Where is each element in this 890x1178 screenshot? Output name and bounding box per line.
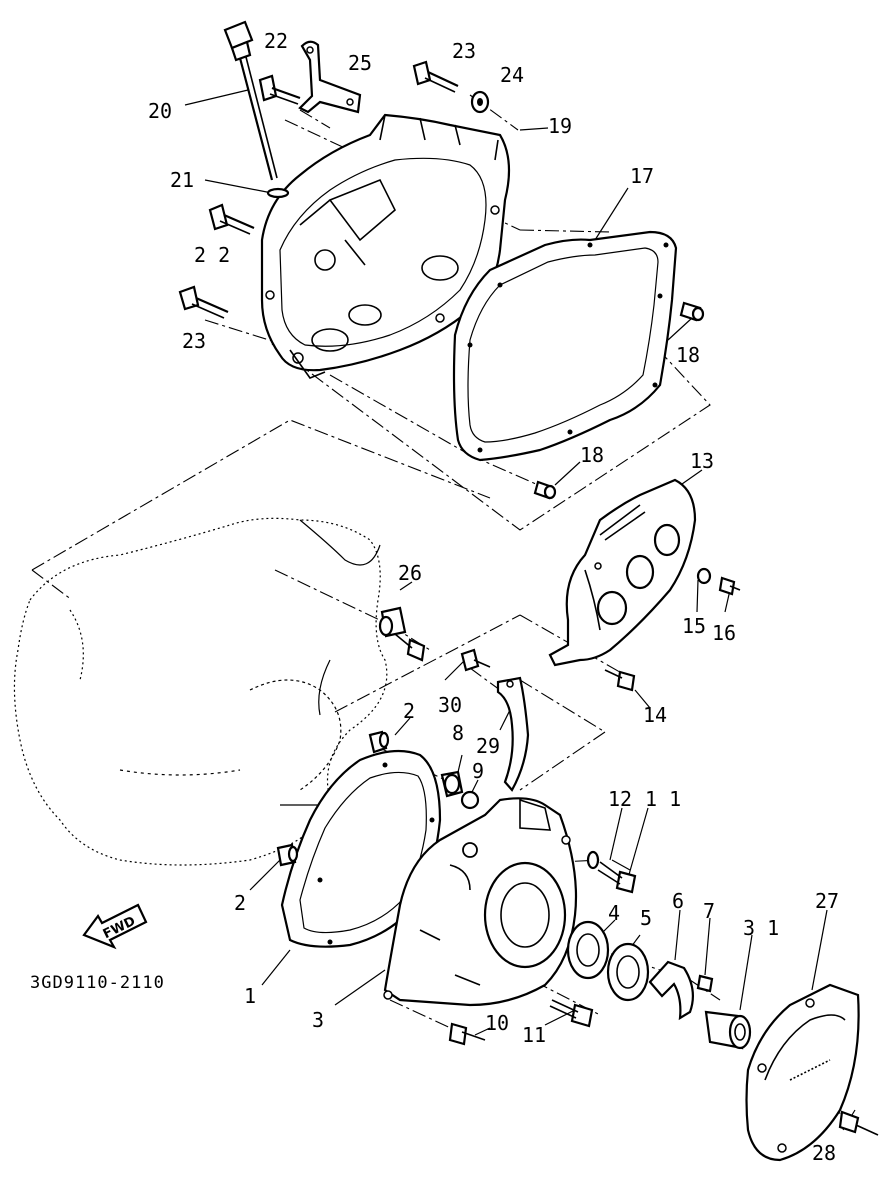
callout-6: 6 <box>672 889 684 913</box>
bolt-10 <box>448 1022 486 1046</box>
washer-24 <box>470 90 490 114</box>
callout-20: 20 <box>148 99 172 123</box>
oil-seal-5 <box>606 942 650 1002</box>
callout-10: 10 <box>485 1011 509 1035</box>
cover-27 <box>745 983 860 1162</box>
label-leaders <box>184 89 856 1131</box>
diagram-code: 3GD9110-2110 <box>30 973 165 993</box>
callout-25: 25 <box>348 51 372 75</box>
plug-8 <box>440 770 464 798</box>
bolt-22-upper <box>258 74 301 105</box>
callout-16: 16 <box>712 621 736 645</box>
callout-23-lower: 23 <box>182 329 206 353</box>
bolt-30 <box>460 648 491 672</box>
plate-29 <box>496 676 530 792</box>
bolt-23-lower <box>178 285 229 319</box>
callout-7: 7 <box>703 899 715 923</box>
callout-29: 29 <box>476 734 500 758</box>
gasket-17 <box>452 230 678 462</box>
callout-3: 3 <box>312 1008 324 1032</box>
callout-12: 12 <box>608 787 632 811</box>
o-ring-21 <box>266 187 290 199</box>
callout-28: 28 <box>812 1141 836 1165</box>
callout-5: 5 <box>640 906 652 930</box>
screw-16 <box>718 576 741 596</box>
cover-13 <box>548 478 697 667</box>
dowel-pin-18-upper <box>679 301 705 322</box>
callout-19: 19 <box>548 114 572 138</box>
dowel-pin-2-upper <box>368 730 390 754</box>
callout-23-upper: 23 <box>452 39 476 63</box>
oil-dipstick-20 <box>223 20 278 181</box>
callout-14: 14 <box>643 703 667 727</box>
callout-24: 24 <box>500 63 524 87</box>
bolt-23-upper <box>412 60 459 93</box>
bolt-22-lower <box>208 203 255 235</box>
bracket-25 <box>298 40 362 114</box>
screw-14 <box>604 669 636 692</box>
callout-labels: 1 2 2 3 4 5 6 7 8 9 10 1 1 11 12 13 14 1… <box>148 29 839 1165</box>
callout-17: 17 <box>630 164 654 188</box>
cover-3 <box>383 797 578 1007</box>
callout-15: 15 <box>682 614 706 638</box>
callout-8: 8 <box>452 721 464 745</box>
dowel-pin-18-lower <box>533 480 557 500</box>
washer-12 <box>586 850 600 870</box>
bearing-4 <box>566 920 610 980</box>
callout-13: 13 <box>690 449 714 473</box>
callout-2-lower: 2 <box>234 891 246 915</box>
cap-31 <box>704 1010 752 1050</box>
callout-26: 26 <box>398 561 422 585</box>
washer-15 <box>696 567 712 585</box>
screw-28 <box>838 1110 879 1136</box>
callout-18-upper: 18 <box>676 343 700 367</box>
callout-31: 3 1 <box>743 916 779 940</box>
callout-18-lower: 18 <box>580 443 604 467</box>
forward-arrow-icon: FWD <box>82 903 148 950</box>
bolt-11-upper <box>597 861 637 894</box>
callout-4: 4 <box>608 901 620 925</box>
dowel-pin-2-lower <box>276 843 299 867</box>
callout-11-upper: 1 1 <box>645 787 681 811</box>
callout-22-upper: 22 <box>264 29 288 53</box>
damper-26 <box>378 606 426 662</box>
callout-21: 21 <box>170 168 194 192</box>
callout-1: 1 <box>244 984 256 1008</box>
screw-7 <box>696 974 714 993</box>
bolt-11-lower <box>549 999 594 1028</box>
gasket-1 <box>280 749 442 948</box>
callout-22-lower: 2 2 <box>194 243 230 267</box>
callout-30: 30 <box>438 693 462 717</box>
plate-6 <box>648 960 695 1021</box>
callout-9: 9 <box>472 759 484 783</box>
callout-11-lower: 11 <box>522 1023 546 1047</box>
o-ring-9 <box>460 790 480 810</box>
engine-crankcase-outline <box>13 517 388 866</box>
callout-27: 27 <box>815 889 839 913</box>
callout-2-upper: 2 <box>403 699 415 723</box>
